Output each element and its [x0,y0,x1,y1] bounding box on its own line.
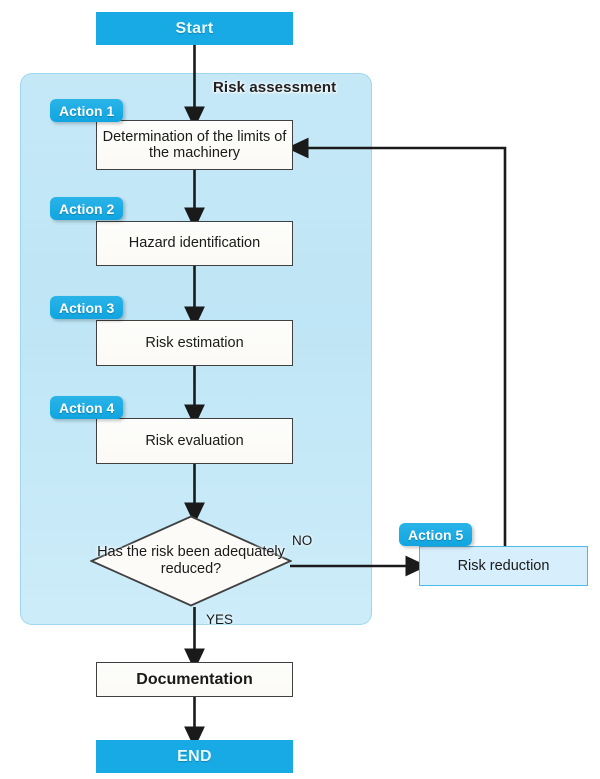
node-action-5-label: Risk reduction [457,558,550,574]
badge-action-1: Action 1 [50,99,124,122]
node-action-1-label: Determination of the limits of the machi… [102,128,287,161]
node-decision[interactable]: Has the risk been adequately reduced? [89,515,293,607]
risk-assessment-panel-label: Risk assessment [213,79,337,96]
node-start-label: Start [175,19,214,37]
badge-action-3-label: Action 3 [59,299,115,316]
node-action-2-label: Hazard identification [128,235,261,252]
node-action-4-label: Risk evaluation [145,432,244,449]
badge-action-2-label: Action 2 [59,200,115,217]
node-action-5[interactable]: Risk reduction [419,546,588,586]
badge-action-4-label: Action 4 [59,399,115,416]
node-end-label: END [177,747,212,765]
badge-action-5-label: Action 5 [408,526,464,543]
badge-action-5: Action 5 [399,523,473,546]
node-documentation-label: Documentation [136,670,253,688]
badge-action-4: Action 4 [50,396,124,419]
node-action-3-label: Risk estimation [145,334,244,351]
edge-label-no: NO [292,533,313,548]
node-start[interactable]: Start [96,12,293,45]
node-documentation[interactable]: Documentation [96,662,293,697]
badge-action-3: Action 3 [50,296,124,319]
node-end[interactable]: END [96,740,293,773]
node-action-1[interactable]: Determination of the limits of the machi… [96,120,293,170]
edge-label-yes: YES [206,612,234,627]
node-action-2[interactable]: Hazard identification [96,221,293,266]
node-decision-label: Has the risk been adequately reduced? [97,544,285,577]
node-action-3[interactable]: Risk estimation [96,320,293,366]
badge-action-2: Action 2 [50,197,124,220]
node-action-4[interactable]: Risk evaluation [96,418,293,464]
decision-diamond-shape [89,515,293,607]
badge-action-1-label: Action 1 [59,102,115,119]
